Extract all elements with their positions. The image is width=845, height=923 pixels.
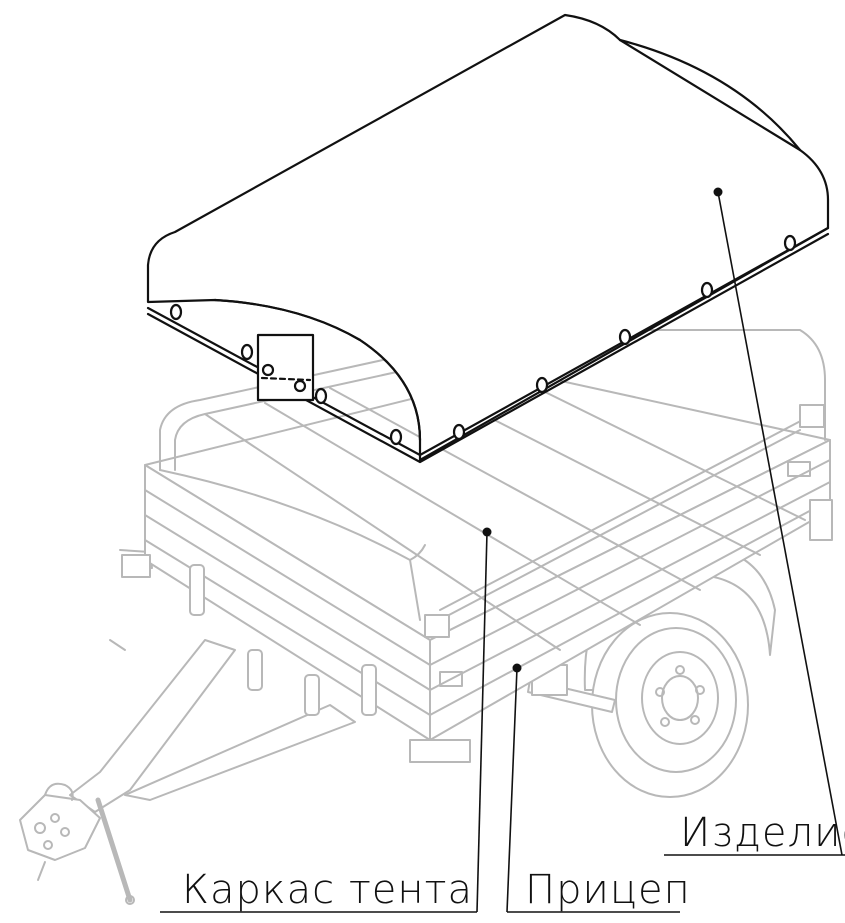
callout-frame: Каркас тента <box>160 527 492 913</box>
tent-cover-drawing <box>146 13 830 464</box>
wheel-assembly <box>527 546 776 798</box>
callout-product: Изделие <box>664 187 845 856</box>
trailer-body <box>121 371 833 763</box>
drawbar <box>69 549 356 813</box>
leader-line <box>476 531 488 913</box>
hitch-coupler <box>19 782 135 905</box>
callout-label-frame: Каркас тента <box>182 867 473 913</box>
callout-label-trailer: Прицеп <box>525 867 691 913</box>
callout-label-product: Изделие <box>680 810 845 856</box>
leader-line <box>717 191 843 856</box>
tent-eyelets <box>169 234 797 446</box>
callout-trailer: Прицеп <box>506 663 691 913</box>
leader-line <box>506 667 518 913</box>
